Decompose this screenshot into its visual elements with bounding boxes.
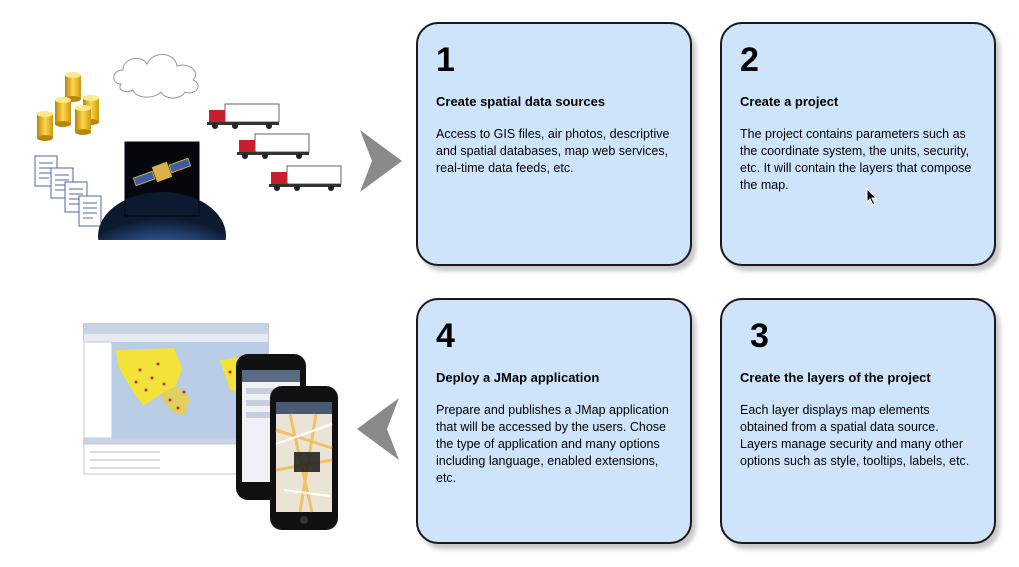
step-description: Access to GIS files, air photos, descrip… xyxy=(436,127,670,175)
step-number: 3 xyxy=(750,317,769,355)
step-title: Deploy a JMap application xyxy=(436,370,600,385)
document-icon xyxy=(34,155,102,227)
step-card-3: 3 Create the layers of the project Each … xyxy=(720,298,996,544)
truck-icon xyxy=(207,103,342,191)
application-illustration xyxy=(83,323,338,530)
step-card-2: 2 Create a project The project contains … xyxy=(720,22,996,266)
phone-icon xyxy=(270,386,338,530)
mouse-cursor-icon xyxy=(866,188,878,206)
step-title: Create a project xyxy=(740,94,839,109)
step-description: Each layer displays map elements obtaine… xyxy=(740,403,970,468)
step-number: 4 xyxy=(436,317,455,355)
step-description: Prepare and publishes a JMap application… xyxy=(436,403,669,485)
step-card-1: 1 Create spatial data sources Access to … xyxy=(416,22,692,266)
step-number: 2 xyxy=(740,41,759,79)
step-card-4: 4 Deploy a JMap application Prepare and … xyxy=(416,298,692,544)
step-title: Create the layers of the project xyxy=(740,370,931,385)
database-icon xyxy=(37,72,99,141)
data-sources-illustration xyxy=(34,54,342,240)
arrow-right-icon xyxy=(360,130,402,192)
satellite-icon xyxy=(98,141,226,240)
step-number: 1 xyxy=(436,41,455,79)
cloud-icon xyxy=(113,54,199,99)
step-description: The project contains parameters such as … xyxy=(740,127,972,192)
step-title: Create spatial data sources xyxy=(436,94,606,109)
arrow-left-icon xyxy=(357,398,399,460)
